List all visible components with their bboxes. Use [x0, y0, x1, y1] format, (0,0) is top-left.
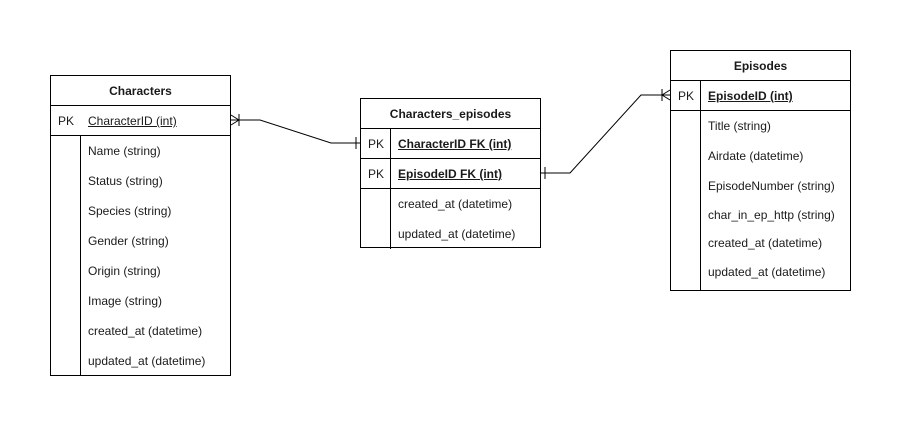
- column-divider: [80, 136, 81, 376]
- column-divider: [390, 189, 391, 249]
- attribute-field: created_at (datetime): [88, 324, 203, 338]
- attribute-row[interactable]: Origin (string): [51, 256, 230, 286]
- entity-title: Characters: [51, 76, 230, 106]
- relationship-join-to-episodes: [541, 94, 670, 174]
- attribute-row[interactable]: Title (string): [671, 111, 850, 141]
- attribute-row[interactable]: char_in_ep_http (string): [671, 201, 850, 229]
- attribute-field: Status (string): [88, 174, 163, 188]
- crowsfoot-marker-characters: [230, 114, 240, 126]
- attribute-row[interactable]: Airdate (datetime): [671, 141, 850, 171]
- attribute-field: Gender (string): [88, 234, 169, 248]
- attribute-field: Species (string): [88, 204, 172, 218]
- primary-key-row[interactable]: PK EpisodeID (int): [671, 81, 850, 111]
- attribute-field: char_in_ep_http (string): [708, 208, 835, 222]
- column-divider: [390, 159, 391, 188]
- primary-key-row[interactable]: PK CharacterID FK (int): [361, 129, 540, 159]
- pk-marker: PK: [57, 114, 74, 128]
- attribute-list: Title (string) Airdate (datetime) Episod…: [671, 111, 850, 291]
- attribute-row[interactable]: Species (string): [51, 196, 230, 226]
- attribute-row[interactable]: Gender (string): [51, 226, 230, 256]
- pk-marker: PK: [677, 89, 694, 103]
- pk-fk-field: EpisodeID FK (int): [398, 167, 502, 181]
- attribute-field: updated_at (datetime): [88, 354, 206, 368]
- attribute-list: Name (string) Status (string) Species (s…: [51, 136, 230, 376]
- attribute-field: created_at (datetime): [708, 236, 823, 250]
- attribute-list: created_at (datetime) updated_at (dateti…: [361, 189, 540, 249]
- attribute-field: updated_at (datetime): [398, 227, 516, 241]
- attribute-row[interactable]: EpisodeNumber (string): [671, 171, 850, 201]
- attribute-field: Title (string): [708, 119, 771, 133]
- entity-title: Episodes: [671, 51, 850, 81]
- attribute-field: Origin (string): [88, 264, 161, 278]
- pk-fk-field: CharacterID FK (int): [398, 137, 512, 151]
- attribute-field: Name (string): [88, 144, 161, 158]
- column-divider: [390, 129, 391, 158]
- attribute-field: created_at (datetime): [398, 197, 513, 211]
- attribute-row[interactable]: updated_at (datetime): [671, 257, 850, 287]
- column-divider: [700, 111, 701, 291]
- attribute-row[interactable]: updated_at (datetime): [51, 346, 230, 376]
- attribute-row[interactable]: Name (string): [51, 136, 230, 166]
- attribute-row[interactable]: updated_at (datetime): [361, 219, 540, 249]
- entity-characters-episodes[interactable]: Characters_episodes PK CharacterID FK (i…: [360, 98, 541, 249]
- attribute-row[interactable]: created_at (datetime): [51, 316, 230, 346]
- pk-field: CharacterID (int): [88, 114, 177, 128]
- attribute-row[interactable]: Image (string): [51, 286, 230, 316]
- entity-characters[interactable]: Characters PK CharacterID (int) Name (st…: [50, 75, 231, 376]
- column-divider: [700, 81, 701, 110]
- entity-title: Characters_episodes: [361, 99, 540, 129]
- attribute-row[interactable]: created_at (datetime): [361, 189, 540, 219]
- pk-field: EpisodeID (int): [708, 89, 793, 103]
- attribute-row[interactable]: Status (string): [51, 166, 230, 196]
- pk-marker: PK: [367, 167, 384, 181]
- primary-key-row[interactable]: PK CharacterID (int): [51, 106, 230, 136]
- relationship-characters-to-join: [231, 119, 360, 144]
- entity-episodes[interactable]: Episodes PK EpisodeID (int) Title (strin…: [670, 50, 851, 291]
- attribute-field: Image (string): [88, 294, 163, 308]
- attribute-field: updated_at (datetime): [708, 265, 826, 279]
- attribute-field: EpisodeNumber (string): [708, 179, 835, 193]
- attribute-row[interactable]: created_at (datetime): [671, 229, 850, 257]
- pk-marker: PK: [367, 137, 384, 151]
- crowsfoot-marker-episodes: [661, 89, 671, 101]
- attribute-field: Airdate (datetime): [708, 149, 804, 163]
- primary-key-row[interactable]: PK EpisodeID FK (int): [361, 159, 540, 189]
